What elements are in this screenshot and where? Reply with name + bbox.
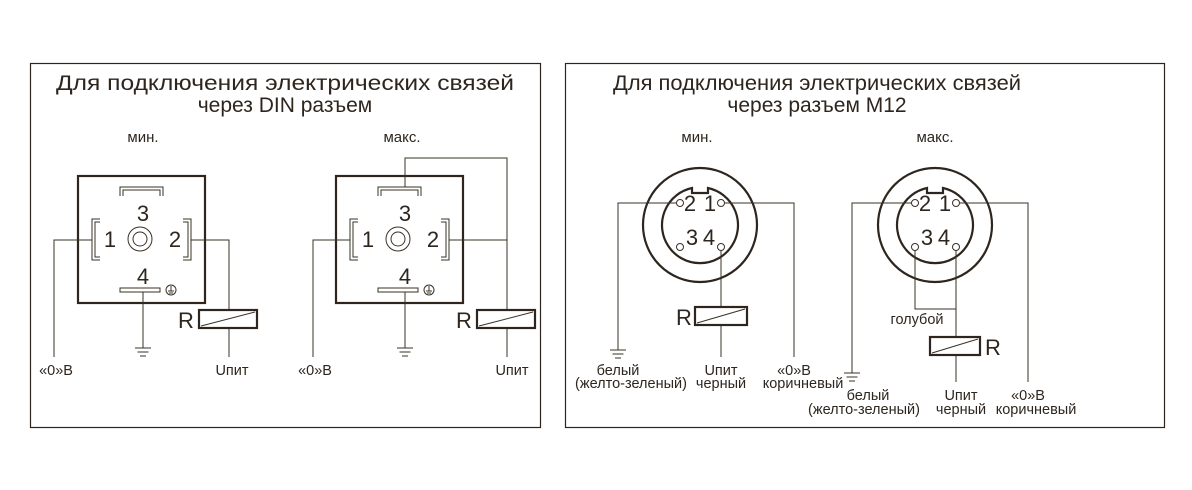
ground-icon (843, 372, 861, 382)
pin-4-label: 4 (703, 225, 715, 250)
pin-4-label: 4 (938, 225, 950, 250)
resistor-icon (197, 308, 259, 330)
m12-min-connector: 2 1 3 4 R белый (желто-зеленый) Uпит чер… (575, 166, 844, 392)
din-title-line1: Для подключения электрических связей (56, 72, 514, 95)
supply-label: Uпит (215, 363, 248, 379)
white-label: белый (597, 363, 640, 379)
zero-v-label: «0»В (298, 363, 332, 379)
din-panel-frame (29, 62, 542, 429)
resistor-label: R (178, 308, 194, 333)
pin-2-label: 2 (919, 191, 931, 216)
black-label: черный (936, 402, 986, 418)
pin-3-label: 3 (921, 225, 933, 250)
din-panel: Для подключения электрических связей чер… (29, 62, 542, 429)
resistor-icon (475, 308, 537, 330)
yellow-green-label: (желто-зеленый) (808, 402, 920, 418)
pin-2-label: 2 (169, 227, 181, 252)
black-label: черный (696, 376, 746, 392)
pin-2-label: 2 (684, 191, 696, 216)
supply-label: Uпит (495, 363, 528, 379)
pin-4-label: 4 (137, 264, 149, 289)
pin-1-label: 1 (104, 227, 116, 252)
pin-1-label: 1 (704, 191, 716, 216)
din-title-line2: через DIN разъем (198, 94, 373, 117)
ground-icon (396, 347, 414, 357)
m12-panel: Для подключения электрических связей чер… (564, 62, 1166, 429)
resistor-icon (693, 305, 749, 327)
pin-1-label: 1 (362, 227, 374, 252)
supply-label: Uпит (704, 363, 737, 379)
ground-icon (134, 347, 152, 357)
zero-v-label: «0»В (39, 363, 73, 379)
din-max-label: макс. (383, 129, 420, 146)
pin-2-label: 2 (427, 227, 439, 252)
brown-label: коричневый (996, 402, 1077, 418)
m12-panel-frame (564, 62, 1166, 429)
pin-1-label: 1 (939, 191, 951, 216)
m12-max-label: макс. (916, 129, 953, 146)
supply-label: Uпит (944, 388, 977, 404)
resistor-label: R (676, 305, 692, 330)
pin-3-label: 3 (399, 201, 411, 226)
yellow-green-label: (желто-зеленый) (575, 376, 687, 392)
pin-4-label: 4 (399, 264, 411, 289)
brown-label: коричневый (763, 376, 844, 392)
resistor-icon (928, 335, 982, 357)
zero-v-label: «0»В (1011, 388, 1045, 404)
white-label: белый (847, 388, 890, 404)
m12-title-line2: через разъем М12 (727, 94, 906, 117)
blue-label: голубой (890, 312, 943, 328)
m12-min-label: мин. (681, 129, 712, 146)
din-min-label: мин. (127, 129, 158, 146)
din-min-connector: 3 1 2 4 R «0»В Uпит (39, 174, 259, 379)
zero-v-label: «0»В (777, 363, 811, 379)
resistor-label: R (456, 308, 472, 333)
pin-3-label: 3 (686, 225, 698, 250)
m12-max-connector: 2 1 3 4 голубой R белый (желто-зеленый) … (808, 166, 1077, 418)
ground-icon (609, 349, 627, 359)
din-max-connector: 3 1 2 4 R «0»В Uпит (298, 157, 537, 379)
pin-3-label: 3 (137, 201, 149, 226)
earth-icon (423, 284, 435, 296)
earth-icon (165, 284, 177, 296)
m12-title-line1: Для подключения электрических связей (613, 72, 1021, 95)
resistor-label: R (985, 335, 1001, 360)
